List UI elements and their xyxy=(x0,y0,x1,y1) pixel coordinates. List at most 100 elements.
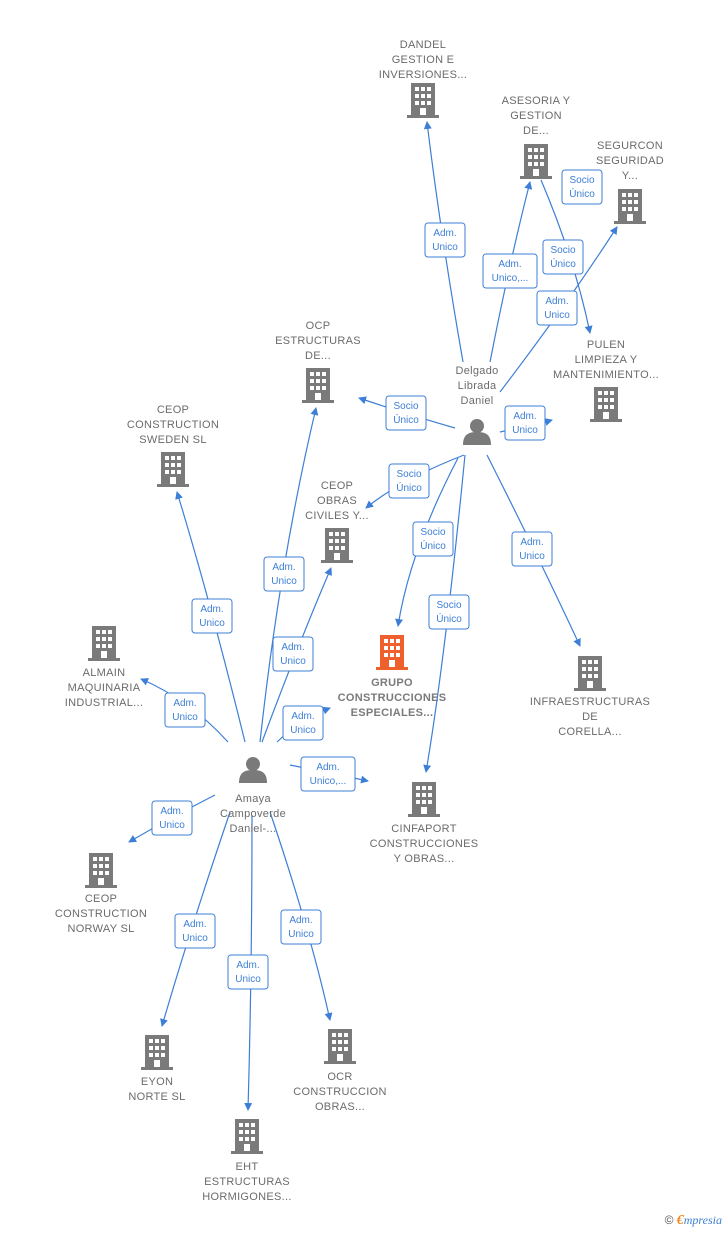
relation-badge-text: Socio xyxy=(396,469,421,480)
relation-badge-text: Adm. xyxy=(289,915,312,926)
relation-badge[interactable]: Adm.Unico xyxy=(280,909,322,945)
node-label: NORWAY SL xyxy=(67,923,134,935)
badges-layer: Adm.UnicoAdm.Unico,...Adm.UnicoSocioÚnic… xyxy=(151,169,603,990)
relation-badge[interactable]: Adm.Unico xyxy=(151,800,193,836)
node-grupo[interactable]: GRUPOCONSTRUCCIONESESPECIALES... xyxy=(338,635,447,719)
node-label: OCR xyxy=(327,1071,352,1083)
node-label: OBRAS xyxy=(317,495,357,507)
relation-badge[interactable]: Adm.Unico xyxy=(263,556,305,592)
brand-logo[interactable]: €mpresia xyxy=(676,1213,722,1228)
relation-badge-text: Único xyxy=(436,612,462,625)
relation-badge-text: Unico xyxy=(290,725,316,736)
relation-badge-text: Adm. xyxy=(236,960,259,971)
node-ocr[interactable]: OCR CONSTRUCCION OBRAS... xyxy=(293,1029,386,1113)
relation-badge[interactable]: Adm. Unico xyxy=(227,954,269,990)
relation-badge[interactable]: Adm.Unico xyxy=(164,692,206,728)
edge-delgado-to-cinfaport xyxy=(423,454,466,773)
node-label: OCP xyxy=(306,320,331,332)
node-label: LIMPIEZA Y xyxy=(575,354,638,366)
relation-badge-text: Unico xyxy=(512,425,538,436)
relation-badge-text: Unico xyxy=(172,712,198,723)
node-label: MAQUINARIA xyxy=(68,682,141,694)
node-asesoria[interactable]: ASESORIA YGESTIONDE... xyxy=(502,95,571,179)
building-icon xyxy=(376,635,408,670)
relation-badge-text: Unico xyxy=(544,310,570,321)
relation-badge[interactable]: Adm.Unico xyxy=(511,531,553,567)
node-label: ESPECIALES... xyxy=(351,707,434,719)
node-segurcon[interactable]: SEGURCONSEGURIDADY... xyxy=(596,140,664,224)
node-label: Librada xyxy=(458,380,497,392)
node-ocp[interactable]: OCPESTRUCTURASDE... xyxy=(275,320,361,403)
node-infra[interactable]: INFRAESTRUCTURASDECORELLA... xyxy=(530,656,650,738)
node-label: CONSTRUCCION xyxy=(293,1086,386,1098)
relation-badge[interactable]: Adm.Unico xyxy=(424,222,466,258)
relation-badge-text: Unico xyxy=(182,933,208,944)
node-amaya[interactable]: AmayaCampoverdeDaniel-... xyxy=(220,757,286,835)
building-icon xyxy=(324,1029,356,1064)
relation-badge[interactable]: Adm.Unico xyxy=(272,636,314,672)
relation-badge[interactable]: Adm. Unico xyxy=(504,405,546,441)
relation-badge-text: Unico xyxy=(235,974,261,985)
node-label: Y... xyxy=(622,170,638,182)
node-label: DANDEL xyxy=(400,39,446,51)
node-label: CIVILES Y... xyxy=(305,510,369,522)
relation-badge[interactable]: Adm.Unico,... xyxy=(482,253,538,289)
building-icon xyxy=(302,368,334,403)
node-label: EHT xyxy=(236,1161,259,1173)
node-label: Delgado xyxy=(455,365,498,377)
building-icon xyxy=(231,1119,263,1154)
node-label: Y OBRAS... xyxy=(394,853,455,865)
node-label: EYON xyxy=(141,1076,173,1088)
relation-badge-text: Unico xyxy=(280,656,306,667)
building-icon xyxy=(520,144,552,179)
relation-badge[interactable]: Adm.Unico xyxy=(282,705,324,741)
node-label: Campoverde xyxy=(220,808,286,820)
node-label: CEOP xyxy=(321,480,353,492)
relation-badge-text: Único xyxy=(396,481,422,494)
person-icon xyxy=(463,419,491,445)
relation-badge-text: Unico xyxy=(271,576,297,587)
building-icon xyxy=(407,83,439,118)
relation-badge[interactable]: Adm.Unico xyxy=(191,598,233,634)
relation-badge-text: Adm. xyxy=(513,411,536,422)
relation-badge[interactable]: Adm. Unico xyxy=(174,913,216,949)
building-icon xyxy=(88,626,120,661)
node-label: SEGURCON xyxy=(597,140,663,152)
person-icon xyxy=(239,757,267,783)
relation-badge-text: Único xyxy=(420,539,446,552)
node-label: MANTENIMIENTO... xyxy=(553,369,659,381)
footer-brand: © €mpresia xyxy=(665,1213,722,1229)
relation-badge[interactable]: Adm.Unico,... xyxy=(300,756,356,792)
relation-badge-text: Adm. xyxy=(433,228,456,239)
node-label: Daniel xyxy=(461,395,494,407)
node-almain[interactable]: ALMAINMAQUINARIAINDUSTRIAL... xyxy=(65,626,143,709)
relation-badge-text: Socio xyxy=(569,175,594,186)
node-label: CEOP xyxy=(157,404,189,416)
node-label: OBRAS... xyxy=(315,1101,365,1113)
relation-badge[interactable]: Adm.Unico xyxy=(536,290,578,326)
relation-badge-text: Unico,... xyxy=(492,273,529,284)
node-label: CINFAPORT xyxy=(391,823,456,835)
relation-badge-text: Adm. xyxy=(183,919,206,930)
building-icon xyxy=(321,528,353,563)
node-eht[interactable]: EHTESTRUCTURASHORMIGONES... xyxy=(202,1119,291,1203)
copyright-symbol: © xyxy=(664,1213,674,1227)
node-label: CORELLA... xyxy=(558,726,622,738)
node-ceop_obras[interactable]: CEOP OBRAS CIVILES Y... xyxy=(305,480,369,563)
node-label: SWEDEN SL xyxy=(139,434,207,446)
